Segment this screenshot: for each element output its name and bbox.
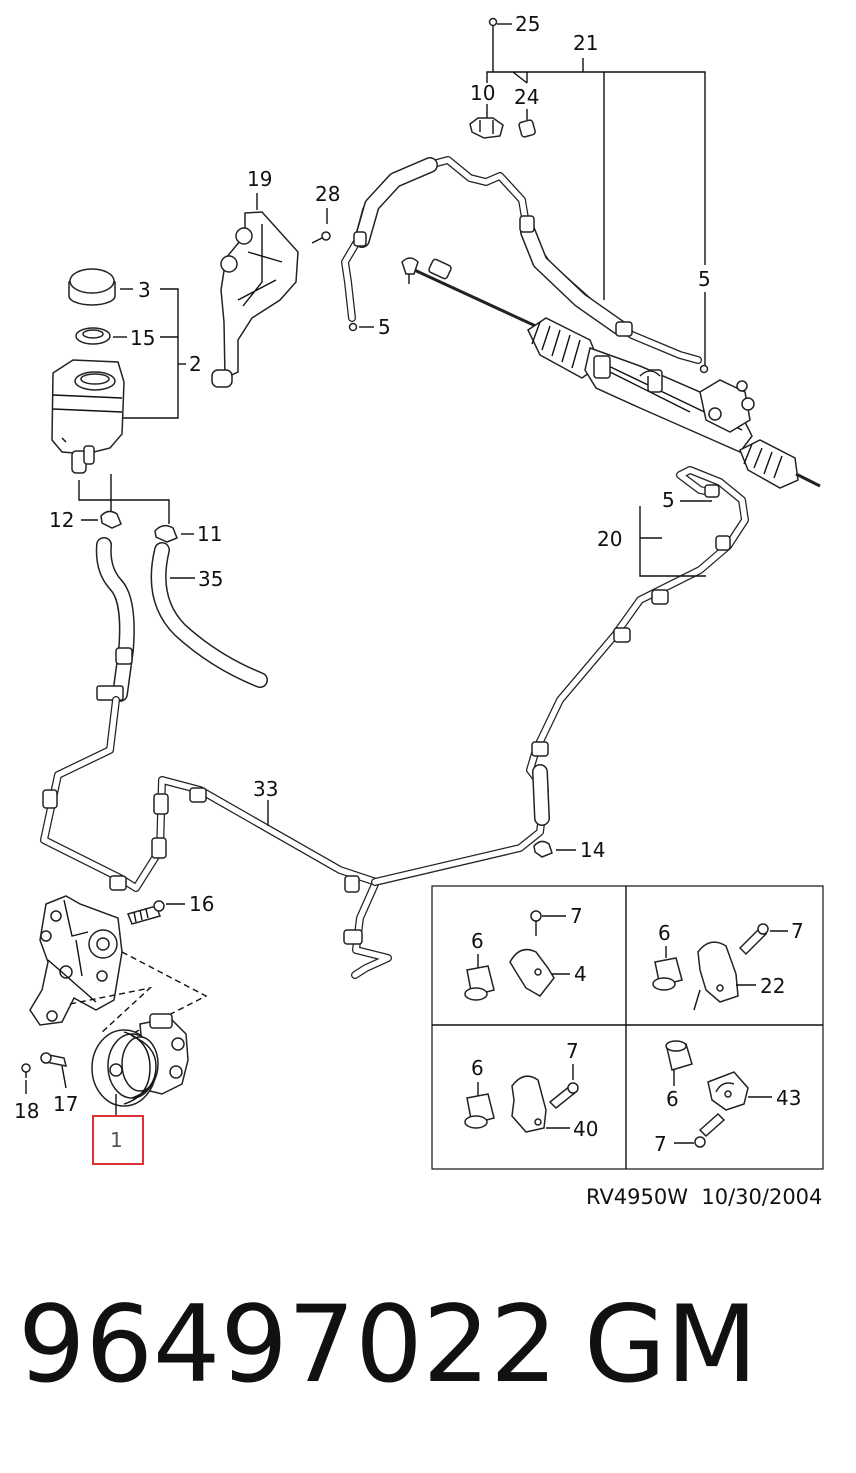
callout-14: 14 [580, 838, 605, 862]
callout-detail-7c: 7 [566, 1039, 579, 1063]
bushing-24 [518, 119, 536, 138]
return-hose-35 [150, 542, 268, 688]
callout-24: 24 [514, 85, 539, 109]
seal-15 [75, 327, 111, 345]
callout-detail-7a: 7 [570, 904, 583, 928]
reservoir-cap-3 [68, 268, 116, 306]
callout-25: 25 [515, 12, 540, 36]
callout-5-lower: 5 [662, 488, 675, 512]
part-number: 96497022 [18, 1283, 558, 1406]
callout-19: 19 [247, 167, 272, 191]
bracket-19 [211, 211, 299, 388]
flare-nut-5-upper-left [348, 322, 358, 332]
detail-cell-clamp-43: 6 43 7 [654, 1040, 801, 1156]
bolt-18 [21, 1063, 31, 1078]
detail-cell-clamp-22: 6 7 22 [652, 919, 804, 1011]
callout-33: 33 [253, 777, 278, 801]
clamp-14 [533, 840, 553, 858]
callout-detail-7d: 7 [654, 1132, 667, 1156]
callout-detail-4: 4 [574, 962, 587, 986]
callout-35: 35 [198, 567, 223, 591]
power-steering-pump-1 [91, 1013, 189, 1107]
detail-cell-clamp-40: 6 7 40 [464, 1039, 598, 1141]
pump-bracket [29, 895, 123, 1026]
flare-nut-5-upper-right [699, 364, 709, 374]
callout-3: 3 [138, 278, 151, 302]
clamp-12 [100, 510, 122, 529]
steering-rack [401, 257, 821, 489]
callout-1-highlight-box [92, 1115, 144, 1165]
clip-10 [469, 117, 504, 139]
callout-17: 17 [53, 1092, 78, 1116]
bolt-25 [488, 17, 498, 36]
callout-28: 28 [315, 182, 340, 206]
supply-hose [95, 537, 135, 702]
callout-10: 10 [470, 81, 495, 105]
stud-17 [40, 1052, 68, 1067]
clamp-11 [154, 524, 178, 543]
drawing-reference: RV4950W 10/30/2004 [586, 1185, 823, 1209]
callout-16: 16 [189, 892, 214, 916]
brand-name: GM [584, 1283, 758, 1406]
callout-18: 18 [14, 1099, 39, 1123]
callout-detail-40: 40 [573, 1117, 598, 1141]
line-20 [676, 466, 749, 551]
callout-5-left: 5 [378, 315, 391, 339]
bolt-16 [126, 900, 165, 925]
callout-1: 1 [110, 1128, 123, 1152]
callout-detail-22: 22 [760, 974, 785, 998]
callout-20: 20 [597, 527, 622, 551]
callout-5-right: 5 [698, 267, 711, 291]
callout-detail-6d: 6 [666, 1087, 679, 1111]
callout-21: 21 [573, 31, 598, 55]
detail-cell-clamp-4: 6 7 4 [464, 904, 587, 1001]
return-line [371, 542, 732, 886]
rack-pressure-line [341, 156, 702, 364]
callout-detail-6a: 6 [471, 929, 484, 953]
callout-detail-43: 43 [776, 1086, 801, 1110]
reservoir-2 [51, 359, 125, 474]
callout-detail-6b: 6 [658, 921, 671, 945]
pressure-line [40, 696, 392, 979]
bolt-28 [311, 231, 331, 244]
callout-15: 15 [130, 326, 155, 350]
callout-detail-6c: 6 [471, 1056, 484, 1080]
callout-2: 2 [189, 352, 202, 376]
callout-detail-7b: 7 [791, 919, 804, 943]
callout-11: 11 [197, 522, 222, 546]
callout-12: 12 [49, 508, 74, 532]
